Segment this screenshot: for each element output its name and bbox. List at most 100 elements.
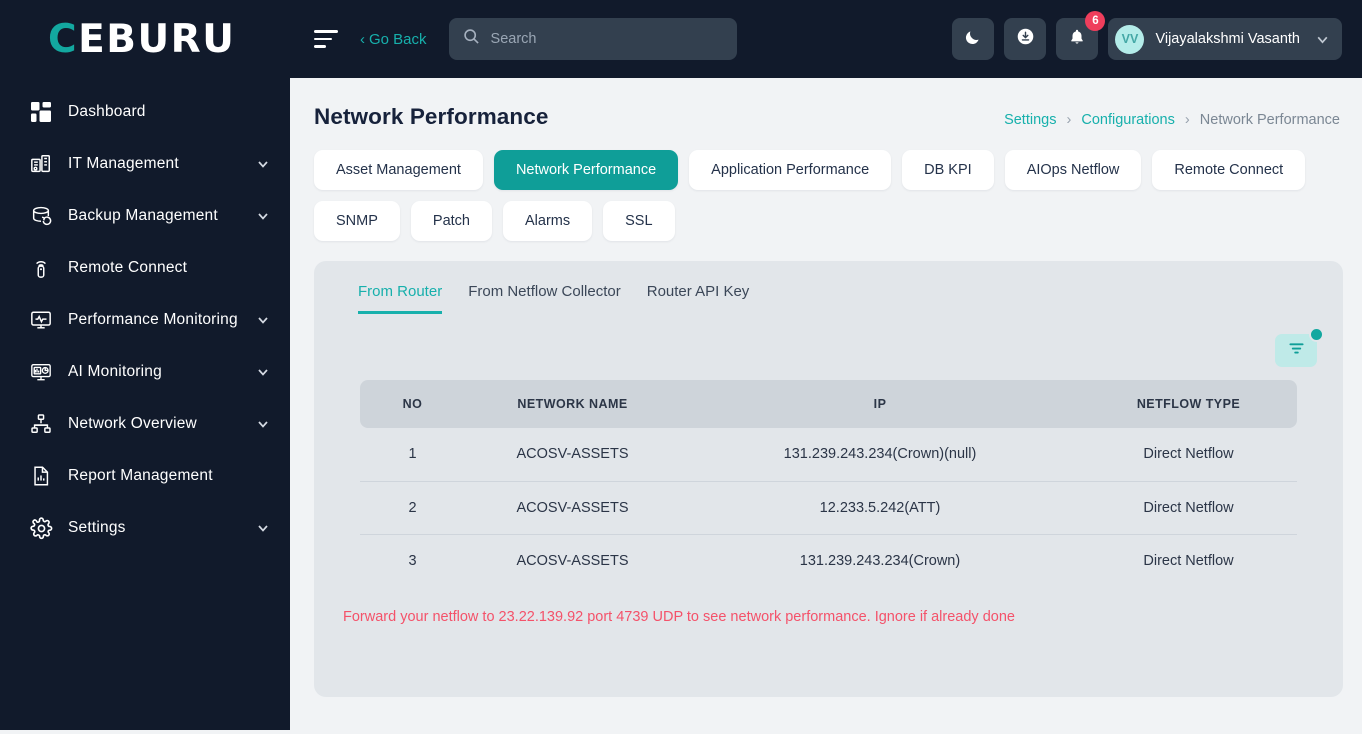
chevron-down-icon[interactable]: [256, 417, 270, 431]
sidebar-item-network-overview[interactable]: Network Overview: [0, 398, 290, 450]
chevron-down-icon[interactable]: [256, 209, 270, 223]
user-name: Vijayalakshmi Vasanth: [1155, 31, 1300, 47]
cell-netflow-type: Direct Netflow: [1143, 552, 1234, 569]
sidebar-nav: Dashboard IT Management Backup Managemen…: [0, 78, 290, 554]
tab-pill-group: Asset Management Network Performance App…: [314, 150, 1317, 241]
cell-ip: 131.239.243.234(Crown): [799, 552, 961, 569]
avatar: VV: [1115, 24, 1145, 54]
chevron-down-icon[interactable]: [1315, 32, 1330, 47]
search-box[interactable]: [448, 18, 737, 60]
tab-patch[interactable]: Patch: [410, 201, 492, 241]
filter-funnel-icon: [1288, 341, 1305, 361]
logo-rest: EBURU: [78, 16, 236, 62]
subtab-from-router[interactable]: From Router: [358, 283, 443, 314]
netflow-table: NO NETWORK NAME IP NETFLOW TYPE 1 ACOSV-…: [360, 380, 1297, 587]
notifications-button[interactable]: 6: [1056, 11, 1106, 60]
user-menu[interactable]: VV Vijayalakshmi Vasanth: [1108, 18, 1342, 60]
table-row[interactable]: 2 ACOSV-ASSETS 12.233.5.242(ATT) Direct …: [360, 481, 1297, 535]
netflow-panel: From Router From Netflow Collector Route…: [314, 261, 1343, 697]
cell-ip: 131.239.243.234(Crown)(null): [680, 428, 1080, 482]
download-button[interactable]: [1004, 18, 1047, 60]
sidebar-item-label: AI Monitoring: [68, 363, 162, 380]
notification-badge: 6: [1085, 11, 1106, 31]
sidebar-item-it-management[interactable]: IT Management: [0, 138, 290, 190]
main-content: Network Performance Settings › Configura…: [290, 78, 1362, 734]
filter-row: [338, 327, 1324, 367]
page-header: Network Performance Settings › Configura…: [314, 104, 1342, 130]
column-header-ip: IP: [680, 380, 1080, 428]
breadcrumb-item-settings[interactable]: Settings: [1004, 112, 1057, 128]
remote-connect-icon: [26, 253, 56, 283]
report-management-icon: [26, 461, 56, 491]
cell-no: 1: [360, 428, 465, 482]
sidebar-item-label: Report Management: [68, 467, 213, 484]
breadcrumb-separator: ›: [1066, 112, 1072, 128]
tab-snmp[interactable]: SNMP: [314, 201, 400, 241]
search-input[interactable]: [490, 31, 723, 47]
cell-network-name: ACOSV-ASSETS: [465, 428, 680, 482]
cell-ip: 12.233.5.242(ATT): [680, 481, 1080, 535]
breadcrumb-item-configurations[interactable]: Configurations: [1081, 112, 1175, 128]
chevron-down-icon[interactable]: [256, 157, 270, 171]
sidebar-item-label: Performance Monitoring: [68, 311, 238, 328]
tab-asset-management[interactable]: Asset Management: [314, 150, 483, 190]
sidebar-item-label: IT Management: [68, 155, 179, 172]
download-circle-icon: [1016, 27, 1035, 51]
table-row[interactable]: 3 ACOSV-ASSETS 131.239.243.234(Crown) Di…: [360, 534, 1297, 587]
tab-network-performance[interactable]: Network Performance: [493, 150, 679, 190]
sidebar-item-backup-management[interactable]: Backup Management: [0, 190, 290, 242]
hamburger-icon[interactable]: [314, 29, 338, 49]
sidebar-item-dashboard[interactable]: Dashboard: [0, 86, 290, 138]
moon-icon: [964, 28, 982, 51]
chevron-down-icon[interactable]: [256, 313, 270, 327]
tab-alarms[interactable]: Alarms: [503, 201, 593, 241]
tab-db-kpi[interactable]: DB KPI: [902, 150, 994, 190]
logo-prefix: C: [48, 16, 79, 62]
sidebar-item-ai-monitoring[interactable]: AI Monitoring: [0, 346, 290, 398]
column-header-network-name: NETWORK NAME: [465, 380, 680, 428]
cell-network-name: ACOSV-ASSETS: [516, 552, 629, 569]
sidebar-item-performance-monitoring[interactable]: Performance Monitoring: [0, 294, 290, 346]
sidebar-item-label: Remote Connect: [68, 259, 188, 276]
brand-logo[interactable]: CEBURU: [0, 0, 290, 78]
sidebar-item-label: Network Overview: [68, 415, 197, 432]
go-back-button[interactable]: ‹ Go Back: [360, 31, 427, 48]
settings-gear-icon: [26, 513, 56, 543]
page-title: Network Performance: [314, 104, 549, 129]
sidebar-item-remote-connect[interactable]: Remote Connect: [0, 242, 290, 294]
chevron-down-icon[interactable]: [256, 365, 270, 379]
logo-text: CEBURU: [48, 20, 235, 59]
sidebar-item-label: Settings: [68, 519, 126, 536]
column-header-no: NO: [360, 380, 465, 428]
network-overview-icon: [26, 409, 56, 439]
table-header-row: NO NETWORK NAME IP NETFLOW TYPE: [360, 380, 1297, 428]
top-header: ‹ Go Back 6: [290, 0, 1362, 78]
dashboard-icon: [26, 97, 56, 127]
tab-aiops-netflow[interactable]: AIOps Netflow: [1004, 150, 1142, 190]
sidebar: CEBURU Dashboard IT Management: [0, 0, 290, 730]
tab-remote-connect[interactable]: Remote Connect: [1152, 150, 1306, 190]
subtab-from-netflow-collector[interactable]: From Netflow Collector: [468, 283, 621, 300]
tab-application-performance[interactable]: Application Performance: [689, 150, 892, 190]
sidebar-item-label: Dashboard: [68, 103, 146, 120]
chevron-down-icon[interactable]: [256, 521, 270, 535]
theme-toggle-button[interactable]: [952, 18, 995, 60]
tab-ssl[interactable]: SSL: [603, 201, 675, 241]
cell-network-name: ACOSV-ASSETS: [465, 481, 680, 535]
performance-monitoring-icon: [26, 305, 56, 335]
header-actions: 6 VV Vijayalakshmi Vasanth: [952, 11, 1342, 60]
ai-monitoring-icon: [26, 357, 56, 387]
column-header-netflow-type: NETFLOW TYPE: [1080, 380, 1297, 428]
cell-no: 3: [408, 552, 417, 569]
search-icon: [463, 28, 480, 50]
chevron-left-icon: ‹: [360, 30, 365, 48]
sidebar-item-report-management[interactable]: Report Management: [0, 450, 290, 502]
go-back-label: Go Back: [369, 30, 427, 48]
filter-button[interactable]: [1275, 327, 1324, 367]
sidebar-item-settings[interactable]: Settings: [0, 502, 290, 554]
table-row[interactable]: 1 ACOSV-ASSETS 131.239.243.234(Crown)(nu…: [360, 428, 1297, 482]
cell-no: 2: [360, 481, 465, 535]
sidebar-item-label: Backup Management: [68, 207, 218, 224]
subtab-router-api-key[interactable]: Router API Key: [646, 283, 750, 300]
